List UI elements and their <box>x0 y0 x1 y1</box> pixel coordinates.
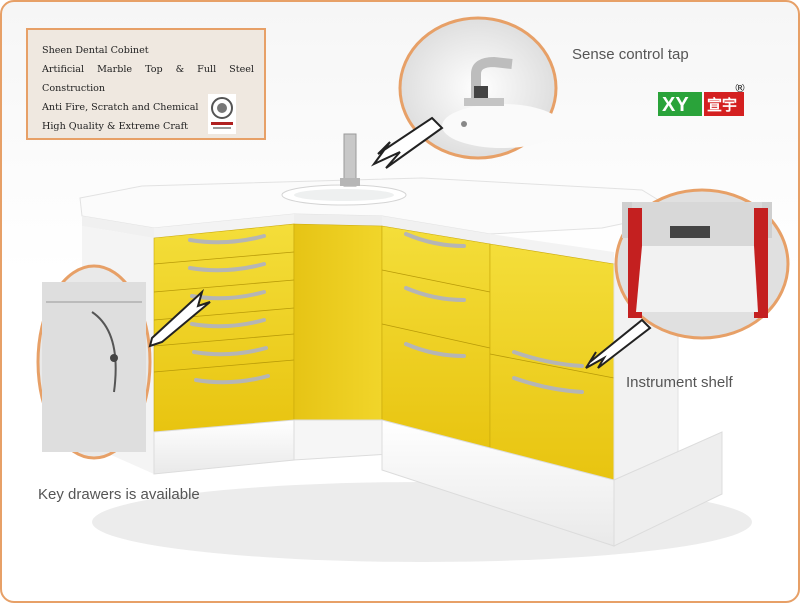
info-word: Full <box>197 64 217 75</box>
caption-shelf: Instrument shelf <box>626 374 733 391</box>
drawer-zoom-circle <box>36 264 152 460</box>
info-word: Marble <box>97 64 133 75</box>
info-line-5: High Quality & Extreme Craft <box>42 121 189 132</box>
info-line-3: Construction <box>42 83 106 94</box>
info-line-1: Sheen Dental Cobinet <box>42 45 149 56</box>
info-word: Artificial <box>42 64 85 75</box>
registered-mark: ® <box>734 84 746 95</box>
certification-seal-icon <box>208 94 236 134</box>
brand-logo: XY 宣宇 ® <box>658 84 746 116</box>
tap-zoom-circle <box>398 16 562 160</box>
info-word: Steel <box>229 64 254 75</box>
info-line-4: Anti Fire, Scratch and Chemical <box>42 102 199 113</box>
info-line-2: Artificial Marble Top & Full Steel <box>42 60 254 79</box>
brand-latin: XY <box>662 94 689 116</box>
brand-chinese: 宣宇 <box>707 96 737 114</box>
caption-drawers: Key drawers is available <box>38 486 200 503</box>
shelf-zoom-circle <box>614 188 790 340</box>
info-word: Top <box>145 64 163 75</box>
info-word: & <box>175 64 185 75</box>
caption-tap: Sense control tap <box>572 46 689 63</box>
feature-info-box: Sheen Dental Cobinet Artificial Marble T… <box>26 28 266 140</box>
pointer-arrows <box>148 116 652 369</box>
